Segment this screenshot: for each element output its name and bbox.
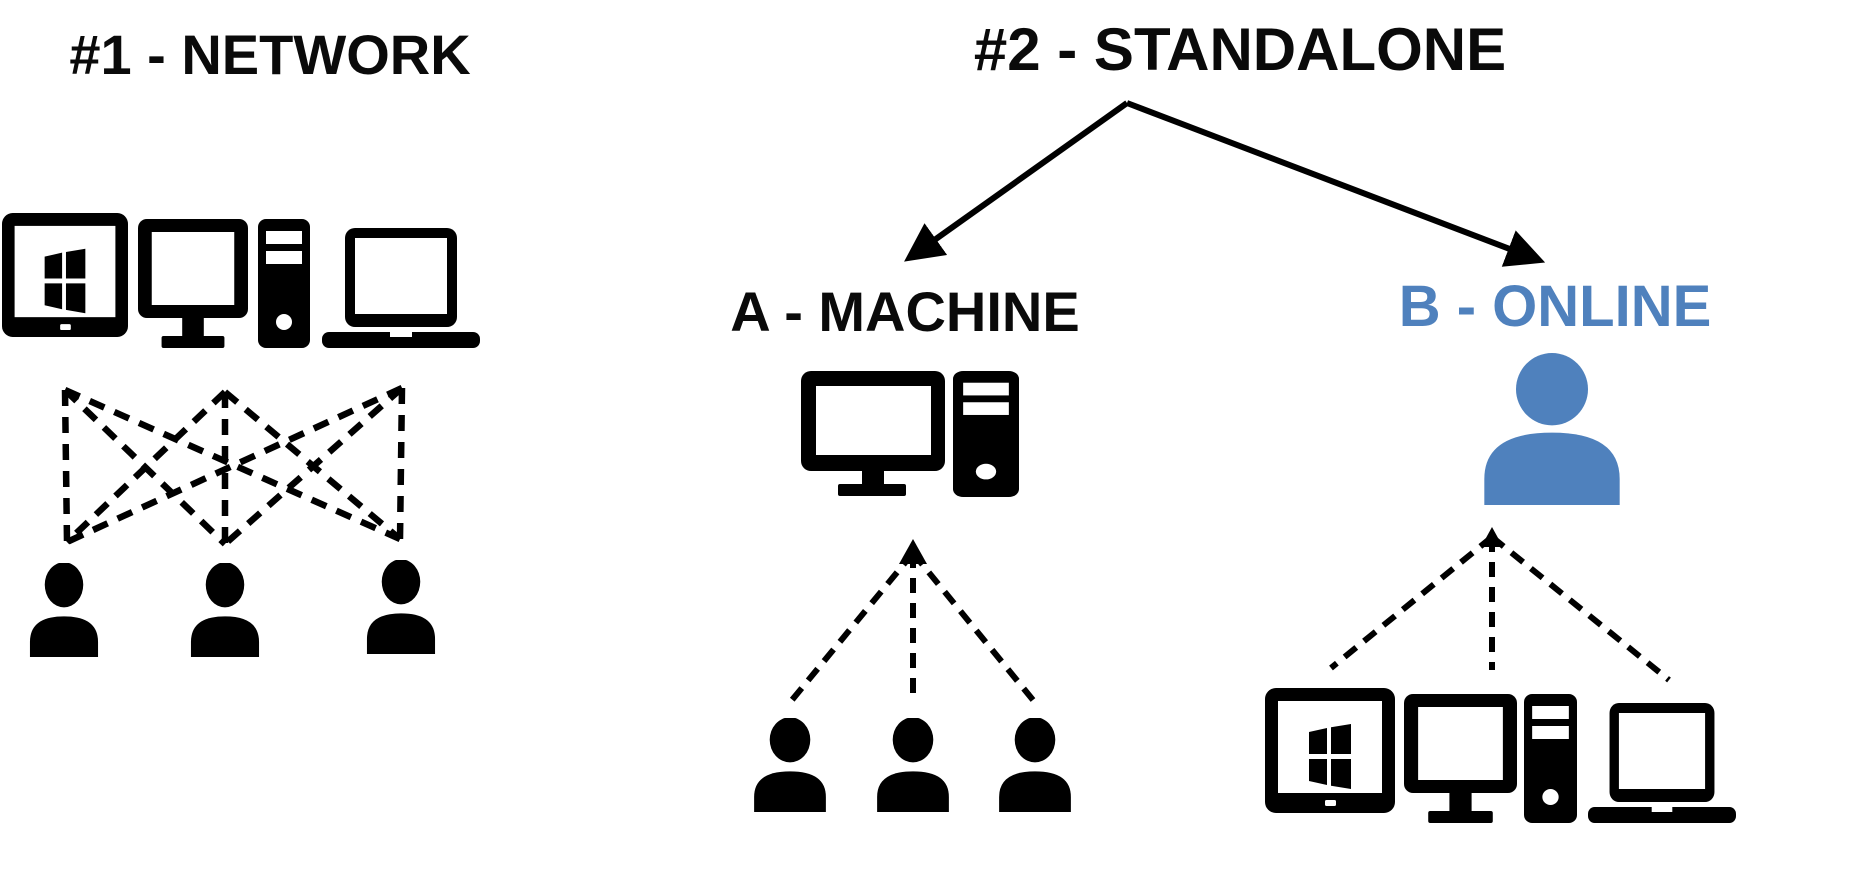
- user-icon: [996, 718, 1074, 812]
- online-tree-lines: [1329, 534, 1671, 683]
- machine-label: A - MACHINE: [730, 280, 1080, 343]
- branch-arrow-online: [1125, 100, 1546, 267]
- laptop-icon: [1588, 703, 1736, 823]
- online-tree-up-arrowhead: [1481, 527, 1503, 547]
- machine-tree-lines: [789, 551, 1036, 702]
- laptop-icon: [322, 228, 480, 348]
- monitor-icon: [138, 219, 248, 348]
- windows-tablet-icon: [1265, 688, 1395, 813]
- pc-tower-icon: [953, 371, 1019, 497]
- online-user-icon: [1480, 353, 1624, 505]
- online-label: B - ONLINE: [1398, 274, 1712, 339]
- network-mesh-lines: [61, 385, 406, 547]
- user-icon: [874, 718, 952, 812]
- standalone-title: #2 - STANDALONE: [973, 16, 1507, 83]
- machine-tree-up-arrowhead: [899, 539, 927, 564]
- standalone-branch-arrows: [904, 100, 1546, 267]
- windows-tablet-icon: [2, 213, 128, 337]
- desktop-monitor-icon: [801, 371, 945, 496]
- network-title: #1 - NETWORK: [69, 23, 471, 86]
- user-icon: [188, 563, 262, 657]
- branch-arrow-machine: [904, 100, 1129, 262]
- user-icon: [27, 563, 101, 657]
- pc-tower-icon: [258, 219, 310, 348]
- user-icon: [364, 560, 438, 654]
- user-icon: [751, 718, 829, 812]
- monitor-icon: [1404, 694, 1517, 823]
- pc-tower-icon: [1524, 694, 1577, 823]
